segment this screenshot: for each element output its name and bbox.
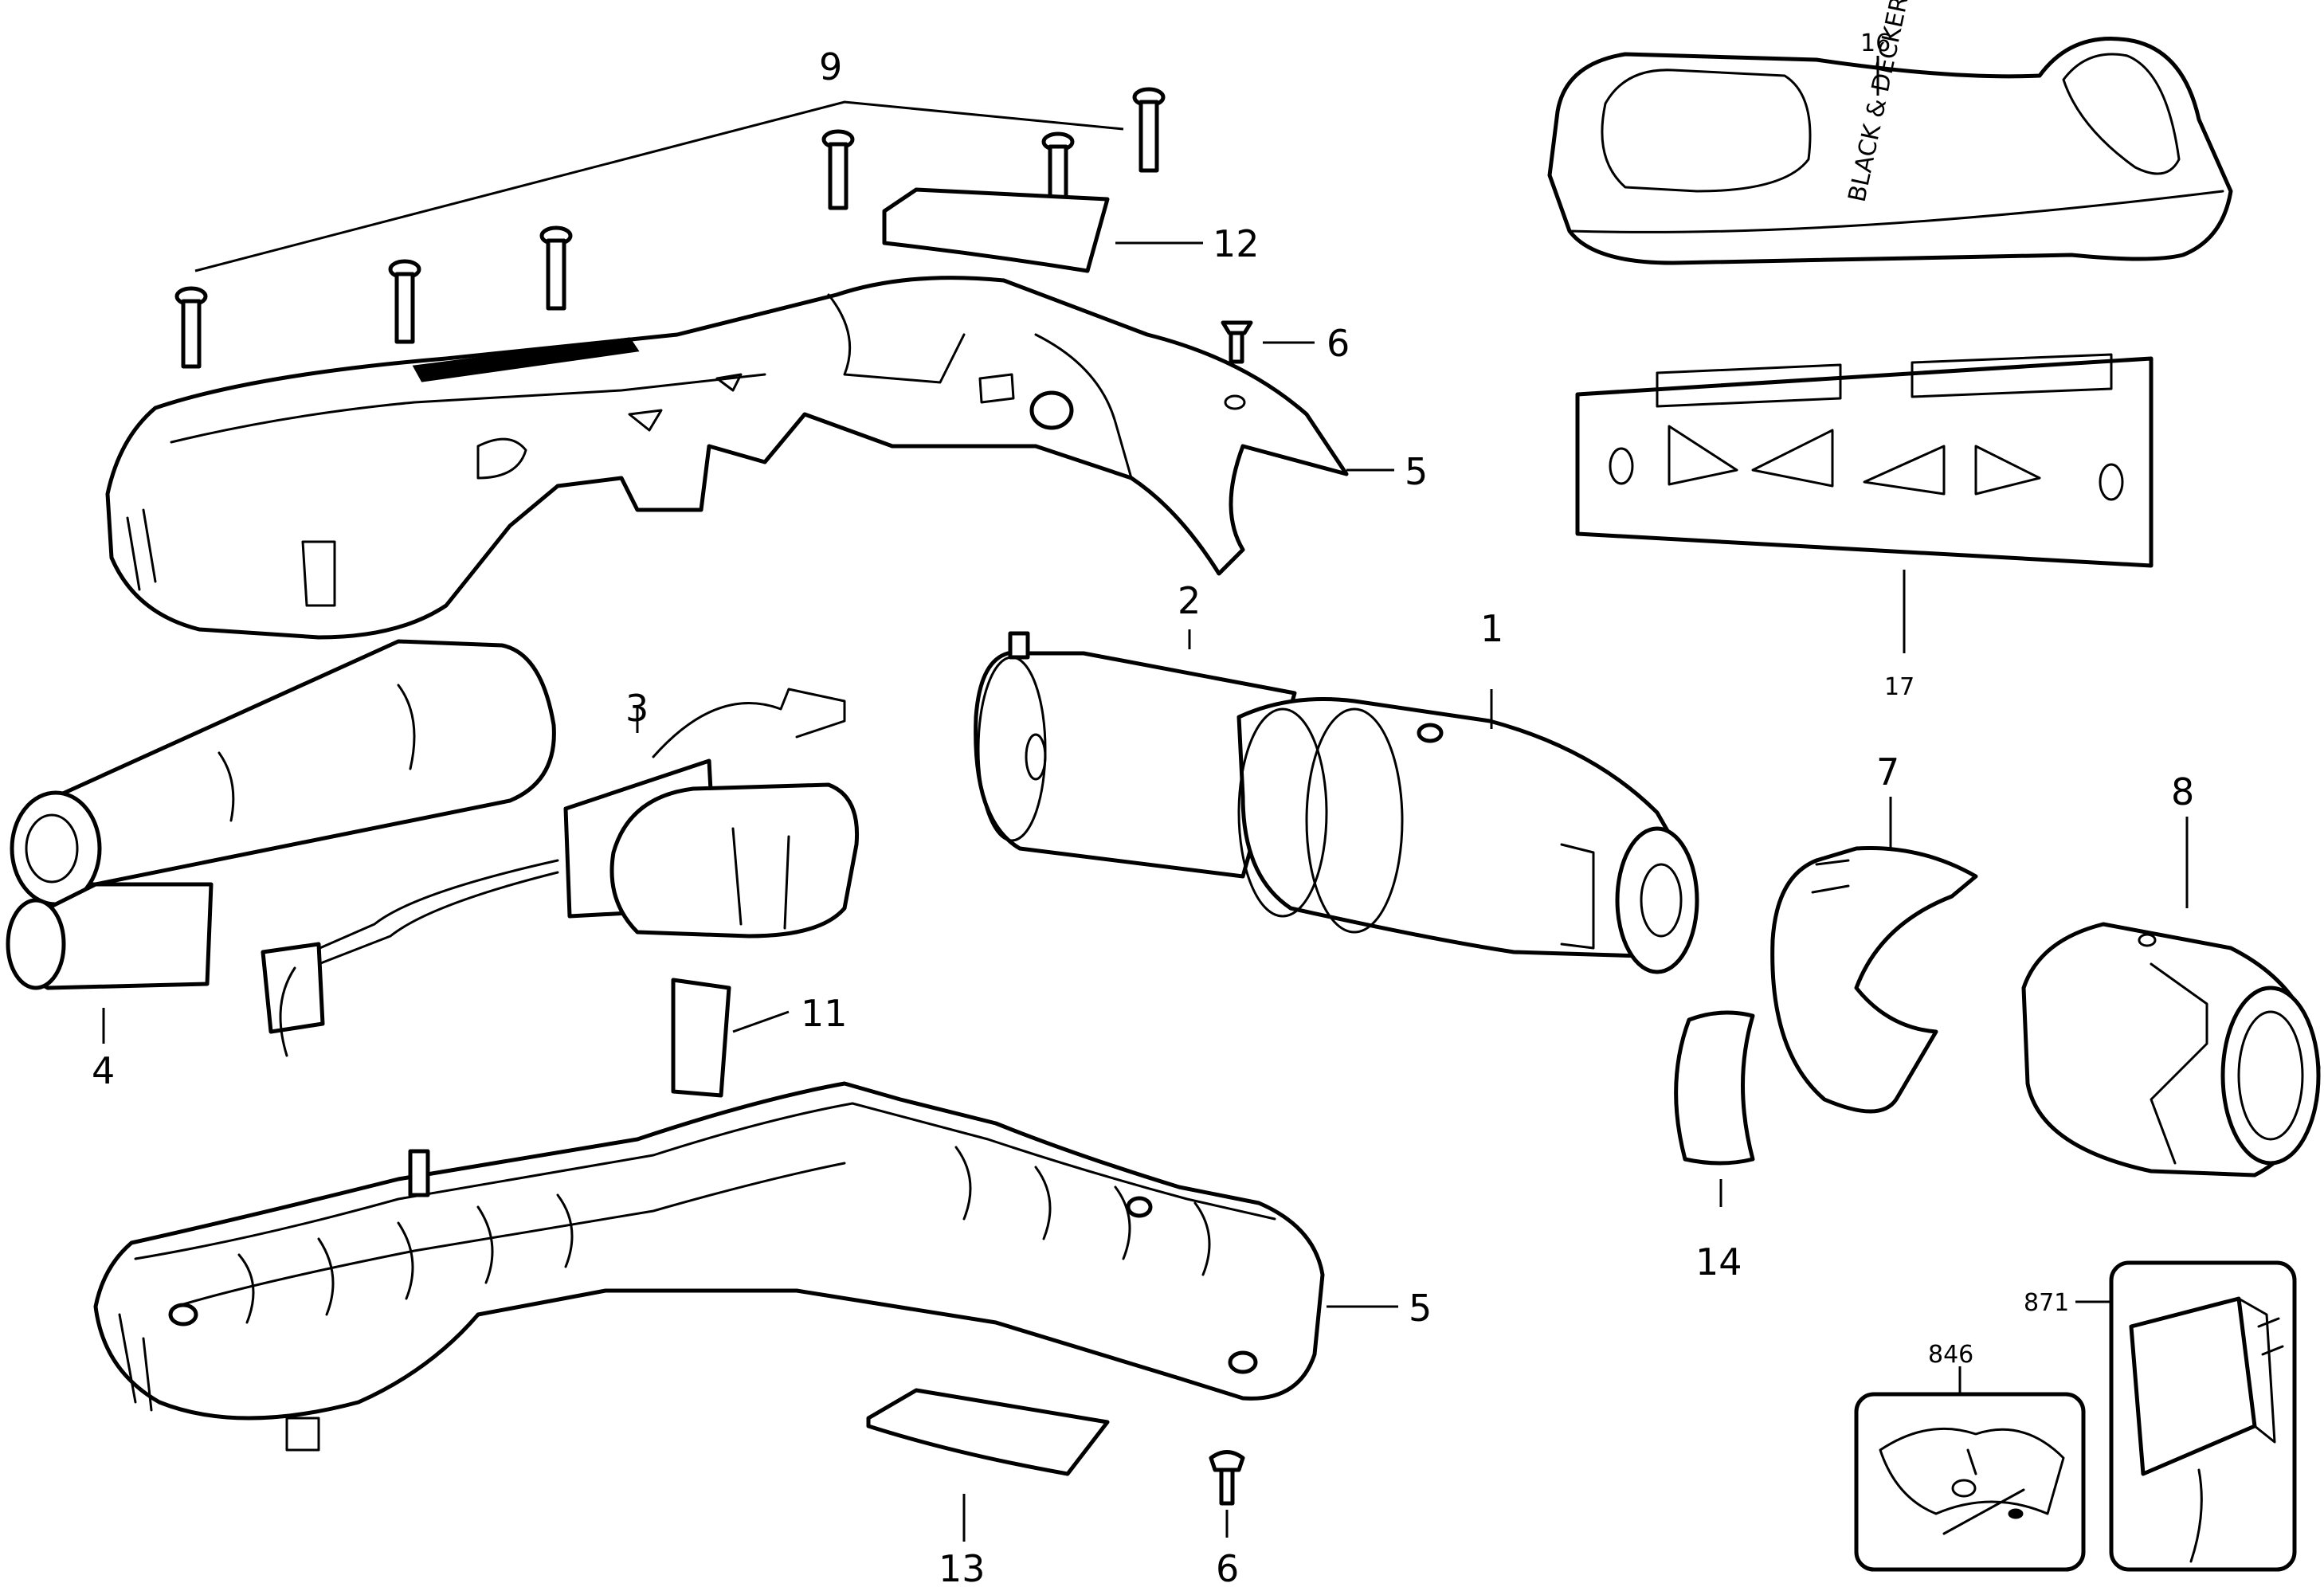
callout-6-top: 6	[1327, 322, 1350, 365]
callout-1: 1	[1480, 607, 1503, 650]
callout-9: 9	[819, 45, 842, 88]
switch-part-3: 3	[261, 687, 860, 1057]
charger-base-part-16: BLACK & DECKER 16	[1547, 0, 2233, 265]
screw	[174, 286, 208, 369]
pad-part-11: 11	[671, 978, 848, 1098]
screw-part-6-bottom: 6	[1209, 1450, 1245, 1590]
callout-3: 3	[625, 687, 649, 730]
band-label-part-14: 14	[1674, 1010, 1755, 1283]
collar-part-7: 7	[1770, 750, 1978, 1114]
callout-13: 13	[939, 1547, 986, 1590]
callout-8: 8	[2171, 770, 2194, 813]
housing-bottom-part-5: 5	[93, 1081, 1432, 1452]
nose-cap-part-8: 8	[2021, 770, 2321, 1178]
screw	[821, 129, 855, 210]
callout-17: 17	[1884, 673, 1914, 701]
callout-16: 16	[1860, 29, 1891, 57]
wall-plate-part-17: 17	[1575, 353, 2154, 701]
callout-846: 846	[1928, 1341, 1973, 1369]
callout-11: 11	[801, 992, 848, 1035]
callout-2: 2	[1178, 579, 1201, 622]
motor-part-2: 2	[974, 579, 1297, 879]
charger-adapter-part-871: 871	[2024, 1260, 2297, 1572]
gearbox-part-1: 1	[1236, 607, 1699, 974]
callout-871: 871	[2024, 1289, 2069, 1317]
label-part-12: 12	[882, 187, 1260, 273]
hardware-kit-part-846: 846	[1854, 1341, 2086, 1572]
screw-part-6-top: 6	[1221, 320, 1350, 365]
battery-part-4: 4	[6, 639, 556, 1092]
callout-12: 12	[1213, 222, 1260, 265]
callout-14: 14	[1695, 1240, 1742, 1283]
callout-5-top: 5	[1405, 450, 1428, 493]
callout-6-bottom: 6	[1216, 1547, 1239, 1590]
callout-7: 7	[1876, 750, 1899, 794]
screw	[388, 259, 421, 344]
label-part-13: 13	[866, 1388, 1110, 1590]
callout-5-bottom: 5	[1409, 1287, 1432, 1330]
callout-4: 4	[92, 1049, 115, 1092]
housing-top-part-5: 5	[105, 276, 1428, 640]
screw-set-part-9: 9	[174, 45, 1166, 369]
screw	[1132, 87, 1166, 173]
screw	[539, 225, 573, 311]
